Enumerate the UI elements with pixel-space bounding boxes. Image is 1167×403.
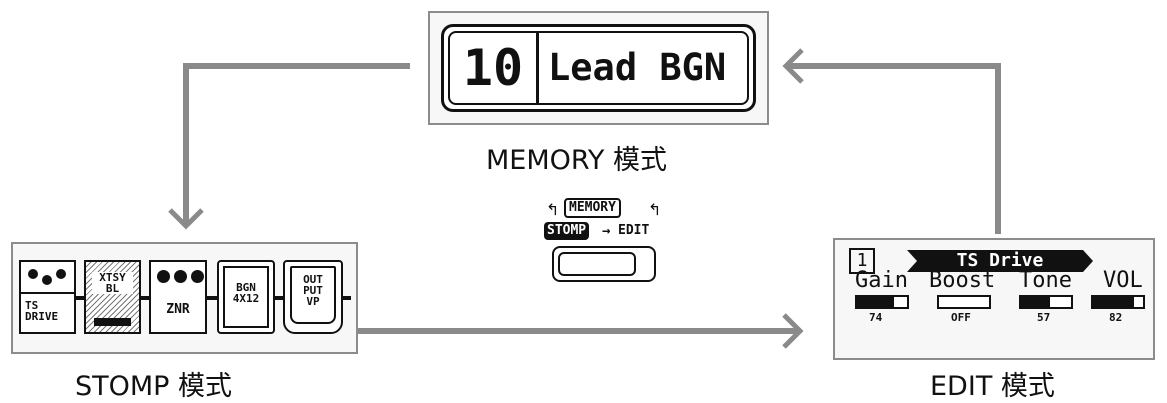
param-label: VOL — [1103, 268, 1143, 293]
pedal-label: OUT PUT VP — [303, 273, 323, 308]
arrow-edit-to-memory — [788, 63, 1001, 234]
edit-mode-caption: EDIT 模式 — [930, 371, 1055, 402]
param-bar-fill — [1093, 297, 1134, 307]
mode-switch[interactable] — [552, 246, 656, 282]
stomp-mode-caption: STOMP 模式 — [75, 371, 233, 402]
arrowhead-stomp — [168, 208, 204, 230]
edit-effect-name: TS Drive — [956, 250, 1044, 271]
stomp-pedal-output[interactable]: OUT PUT VP — [283, 260, 343, 334]
memory-lcd: 10 Lead BGN — [441, 24, 756, 112]
param-bar-fill — [1021, 297, 1050, 307]
stomp-pedal-znr[interactable]: ZNR — [149, 260, 207, 334]
pedal-label: TS DRIVE — [25, 299, 59, 323]
param-bar — [1091, 295, 1145, 309]
cabinet-inner-border — [223, 266, 269, 328]
memory-screen-panel: 10 Lead BGN — [428, 11, 769, 125]
edit-param-gain[interactable]: Gain 74 — [855, 270, 909, 324]
param-value: 74 — [869, 311, 883, 324]
edit-param-vol[interactable]: VOL 82 — [1091, 270, 1145, 324]
param-value: 82 — [1109, 311, 1123, 324]
param-label: Gain — [855, 268, 908, 293]
stomp-pedal-ts-drive[interactable]: TS DRIVE — [19, 260, 76, 334]
param-bar-fill — [857, 297, 894, 307]
pedal-label: BGN 4X12 — [232, 281, 260, 305]
switch-stomp-label: STOMP — [544, 222, 590, 240]
edit-page-number: 1 — [849, 248, 875, 274]
param-label: Tone — [1019, 268, 1072, 293]
pedal-label: ZNR — [166, 302, 190, 317]
memory-patch-name: Lead BGN — [548, 46, 727, 89]
memory-number: 10 — [462, 39, 524, 97]
edit-screen-panel: 1 TS Drive Gain 74 Boost OFF Tone 57 VOL… — [833, 238, 1155, 360]
param-bar — [1019, 295, 1073, 309]
output-inner-border — [290, 266, 336, 324]
param-label: Boost — [929, 268, 996, 293]
switch-arrow-icon: → — [602, 223, 611, 239]
switch-memory-label: MEMORY — [564, 198, 621, 218]
memory-divider — [536, 33, 539, 103]
return-arrow-left-icon: ↰ — [546, 200, 560, 219]
arrowhead-edit — [782, 313, 804, 349]
param-value: 57 — [1037, 311, 1051, 324]
memory-lcd-inner-border — [448, 31, 749, 105]
pedal-knobs-icon — [155, 268, 206, 287]
edit-param-tone[interactable]: Tone 57 — [1019, 270, 1073, 324]
pedal-divider — [21, 292, 74, 294]
mode-switch-knob[interactable] — [558, 252, 636, 276]
mode-switch-graphic: ↰ MEMORY ↰ STOMP → EDIT — [538, 196, 670, 288]
edit-param-boost[interactable]: Boost OFF — [929, 268, 996, 325]
effect-name-tag-shape — [907, 250, 1093, 272]
param-bar — [855, 295, 909, 309]
switch-edit-label: EDIT — [618, 223, 650, 238]
arrowhead-memory — [782, 48, 804, 84]
three-knob-icon — [28, 269, 66, 285]
arrow-memory-to-stomp — [183, 63, 410, 224]
param-bar — [937, 295, 991, 309]
stomp-pedal-xtsy-bl[interactable]: XTSY BL — [84, 260, 141, 334]
return-arrow-right-icon: ↰ — [648, 200, 662, 219]
param-value: OFF — [951, 311, 971, 324]
pedal-label: XTSY BL — [92, 272, 133, 294]
pedal-knobs-icon — [25, 266, 70, 292]
pedal-footswitch-icon — [94, 318, 131, 326]
stomp-pedal-bgn-4x12[interactable]: BGN 4X12 — [217, 260, 275, 334]
stomp-screen-panel: TS DRIVE XTSY BL ZNR BGN 4X12 OUT PUT VP — [11, 242, 358, 354]
memory-mode-caption: MEMORY 模式 — [486, 145, 668, 176]
